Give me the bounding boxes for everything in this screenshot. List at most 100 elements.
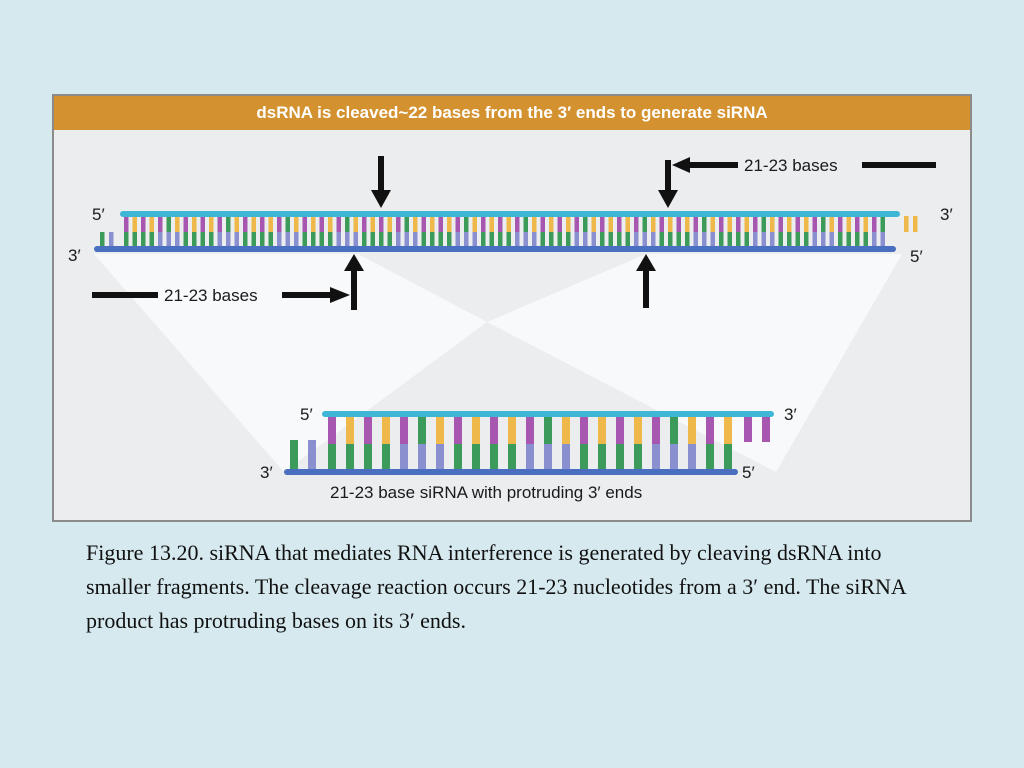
dsrna-base-pair (668, 232, 673, 247)
sirna-base-pair (418, 416, 426, 444)
dsrna-base-pair (192, 232, 197, 247)
dsrna-base-pair (328, 232, 333, 247)
sirna-top-strand (322, 411, 774, 417)
sirna-base-pair (634, 416, 642, 444)
dsrna-base-pair (489, 232, 494, 247)
sirna-base-pair (346, 416, 354, 444)
dsrna-base-pair (481, 216, 486, 232)
dsrna-base-pair (141, 232, 146, 247)
dsrna-overhang-base (100, 232, 105, 247)
dsrna-base-pair (311, 232, 316, 247)
dsrna-base-pair (821, 216, 826, 232)
top-measure-arrow (672, 157, 738, 173)
dsrna-base-pair (812, 216, 817, 232)
dsrna-base-pair (566, 232, 571, 247)
dsrna-base-pair (787, 216, 792, 232)
sirna-base-pair (436, 444, 444, 470)
dsrna-base-pair (685, 232, 690, 247)
dsrna-base-pair (744, 216, 749, 232)
dsrna-base-pair (396, 216, 401, 232)
sirna-overhang-base (762, 416, 770, 442)
dsrna-base-pair (234, 232, 239, 247)
dsrna-base-pair (200, 232, 205, 247)
dsrna-base-pair (209, 216, 214, 232)
dsrna-base-pair (311, 216, 316, 232)
sirna-base-pair (454, 416, 462, 444)
dsrna-base-pair (404, 232, 409, 247)
dsrna-base-pair (872, 216, 877, 232)
dsrna-base-pair (557, 232, 562, 247)
dsrna-base-pair (702, 216, 707, 232)
dsrna-base-pair (600, 216, 605, 232)
dsrna-base-pair (447, 232, 452, 247)
dsrna-base-pair (336, 232, 341, 247)
dsrna-base-pair (302, 232, 307, 247)
dsrna-base-pair (625, 216, 630, 232)
sirna-base-pair (634, 444, 642, 470)
dsrna-base-pair (574, 216, 579, 232)
bottom-measure-arrow (282, 287, 350, 303)
sirna-base-pair (436, 416, 444, 444)
dsrna-base-pair (855, 216, 860, 232)
dsrna-base-pair (625, 232, 630, 247)
dsrna-base-pair (710, 232, 715, 247)
dsrna-base-pair (166, 232, 171, 247)
dsrna-base-pair (702, 232, 707, 247)
dsrna-base-pair (141, 216, 146, 232)
dsrna-base-pair (651, 216, 656, 232)
dsrna-base-pair (659, 232, 664, 247)
dsrna-base-pair (149, 216, 154, 232)
dsrna-overhang-base (913, 216, 918, 232)
sirna-base-pair (580, 416, 588, 444)
dsrna-base-pair (778, 216, 783, 232)
dsrna-base-pair (821, 232, 826, 247)
dsrna-base-pair (447, 216, 452, 232)
dsrna-base-pair (268, 232, 273, 247)
dsrna-base-pair (591, 216, 596, 232)
sirna-base-pair (598, 416, 606, 444)
dsrna-base-pair (863, 216, 868, 232)
dsrna-base-pair (591, 232, 596, 247)
dsrna-base-pair (838, 232, 843, 247)
dsrna-base-pair (260, 232, 265, 247)
dsrna-overhang-base (109, 232, 114, 247)
dsrna-base-pair (175, 216, 180, 232)
dsrna-base-pair (209, 232, 214, 247)
dsrna-bottom-3prime-label: 3′ (68, 246, 81, 265)
dsrna-base-pair (566, 216, 571, 232)
sirna-base-pair (544, 416, 552, 444)
dsrna-base-pair (234, 216, 239, 232)
sirna-base-pair (490, 416, 498, 444)
dsrna-base-pair (192, 216, 197, 232)
sirna-base-pair (616, 416, 624, 444)
dsrna-base-pair (634, 216, 639, 232)
dsrna-base-pair (430, 232, 435, 247)
dsrna-base-pair (549, 232, 554, 247)
dsrna-base-pair (251, 232, 256, 247)
sirna-top-3prime-label: 3′ (784, 405, 797, 424)
dsrna-base-pair (549, 216, 554, 232)
dsrna-bottom-strand (94, 246, 896, 252)
dsrna-base-pair (379, 216, 384, 232)
sirna-base-pair (670, 416, 678, 444)
dsrna-base-pair (268, 216, 273, 232)
dsrna-base-pair (634, 232, 639, 247)
dsrna-base-pair (855, 232, 860, 247)
dsrna-base-pair (880, 216, 885, 232)
dsrna-base-pair (481, 232, 486, 247)
dsrna-base-pair (693, 216, 698, 232)
dsrna-base-pair (285, 232, 290, 247)
dsrna-base-pair (753, 216, 758, 232)
dsrna-base-pair (880, 232, 885, 247)
dsrna-base-pair (506, 216, 511, 232)
dsrna-base-pair (472, 232, 477, 247)
dsrna-base-pair (260, 216, 265, 232)
dsrna-base-pair (608, 232, 613, 247)
dsrna-base-pair (345, 216, 350, 232)
dsrna-base-pair (676, 232, 681, 247)
dsrna-base-pair (736, 216, 741, 232)
dsrna-base-pair (243, 216, 248, 232)
dsrna-base-pair (132, 216, 137, 232)
sirna-bottom-3prime-label: 3′ (260, 463, 273, 482)
sirna-bottom-5prime-label: 5′ (742, 463, 755, 482)
